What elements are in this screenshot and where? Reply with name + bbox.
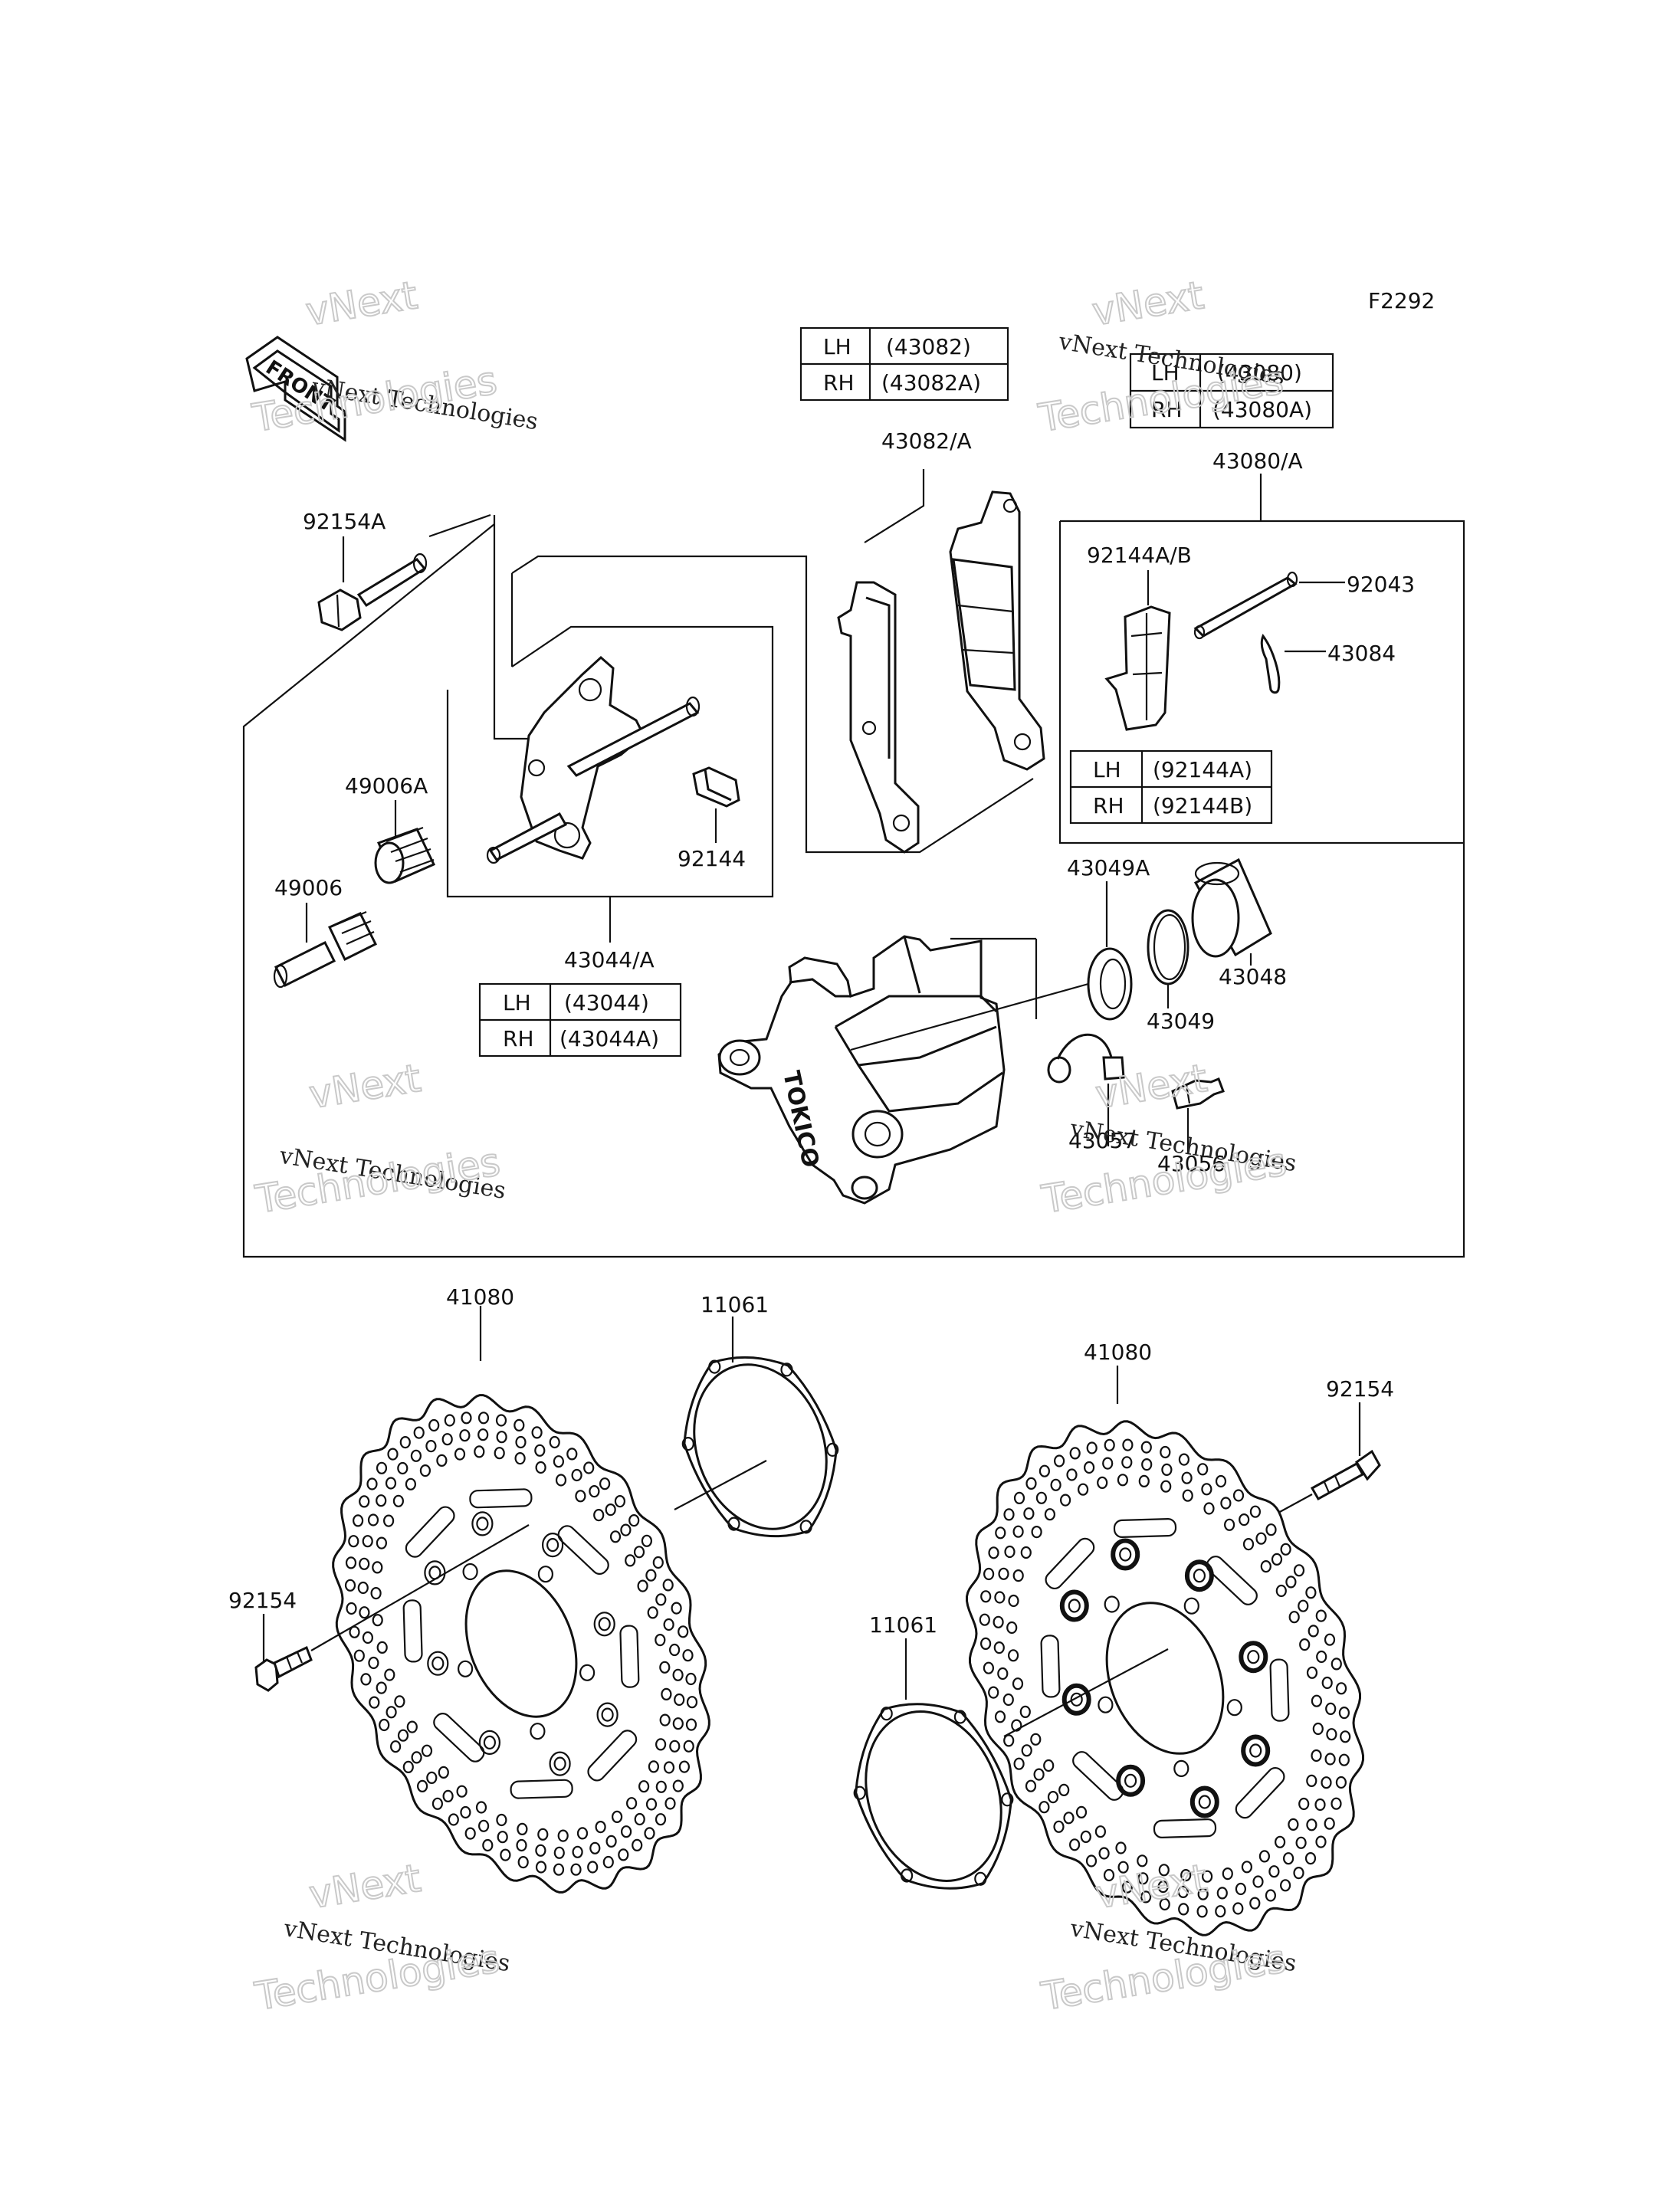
pads-table-rh: RH [823,370,855,395]
pads-table: LH (43082) RH (43082A) [799,326,1009,402]
gasket-bottom-icon [853,1703,1014,1890]
piston-kit-table-rh-part: (43080A) [1212,397,1312,422]
watermark-bottom-left-line2: vNext [307,1856,424,1917]
label-41080-left: 41080 [446,1284,514,1310]
bolt-92154-left-icon [254,1645,313,1692]
piston-icon [1191,857,1272,958]
label-43049: 43049 [1147,1008,1215,1034]
label-43049A: 43049A [1067,855,1150,880]
bolt-92154-right-icon [1310,1449,1381,1501]
watermark-mid-left-line2: vNext [307,1056,424,1117]
bracket-table: LH (43044) RH (43044A) [478,982,682,1058]
pads-table-lh-part: (43082) [886,334,971,359]
dust-seal-icon [1087,947,1133,1021]
label-92154-right: 92154 [1326,1376,1394,1402]
label-92043: 92043 [1347,572,1415,597]
label-11061-bottom: 11061 [869,1612,937,1638]
label-49006: 49006 [274,875,343,900]
label-92154-left: 92154 [228,1588,297,1613]
bracket-frame [493,515,529,740]
caliper-bracket-icon [486,655,701,864]
label-92154A: 92154A [303,509,386,534]
label-92144: 92144 [678,846,746,871]
bracket-table-lh-part: (43044) [564,990,649,1015]
label-43080A: 43080/A [1212,448,1303,474]
label-11061-top: 11061 [701,1292,769,1317]
boot-49006-icon [273,910,378,989]
bleeder-valve-icon [1171,1077,1225,1110]
pad-spring-icon [1104,605,1171,731]
piston-seal-icon [1147,909,1189,985]
spring-table-lh: LH [1093,757,1121,782]
pad-pin-icon [1193,571,1298,640]
label-92144AB: 92144A/B [1087,543,1192,568]
label-43048: 43048 [1219,964,1287,989]
clip-icon [1260,633,1281,694]
label-43082A: 43082/A [881,428,972,454]
label-43044A: 43044/A [564,947,655,972]
spring-table-rh: RH [1093,793,1124,818]
label-49006A: 49006A [345,773,428,798]
bracket-table-lh: LH [503,990,531,1015]
spring-table-lh-part: (92144A) [1153,757,1252,782]
piston-kit-table: LH (43080) RH (43080A) [1129,353,1334,429]
label-43084: 43084 [1327,641,1396,666]
label-43057: 43057 [1068,1128,1137,1153]
bracket-table-rh: RH [503,1026,534,1051]
pads-table-rh-part: (43082A) [881,370,981,395]
spring-table: LH (92144A) RH (92144B) [1069,749,1273,825]
left-brake-disc-icon [332,1394,710,1894]
watermark-bottom-left: vNext vNext Technologies Technologies [251,1855,512,2020]
small-spring-icon [692,766,740,808]
label-43056: 43056 [1157,1151,1226,1176]
watermark-top-right-line2: vNext [1089,273,1206,334]
bolt-92154A-icon [317,553,428,631]
right-brake-disc-icon [966,1420,1364,1936]
caliper-body-icon: TOKICO [717,935,1006,1205]
caliper-assembly-frame [242,520,1465,1258]
brake-pad-outer [949,490,1045,771]
diagram-code: F2292 [1368,288,1435,313]
spring-table-rh-part: (92144B) [1153,793,1252,818]
gasket-top-icon [681,1356,839,1538]
piston-kit-table-lh-part: (43080) [1217,360,1302,385]
brake-pad-inner [837,581,920,854]
boot-49006A-icon [374,826,436,884]
piston-kit-table-rh: RH [1151,397,1183,422]
bracket-table-rh-part: (43044A) [559,1026,659,1051]
watermark-top-left-line2: vNext [303,273,420,334]
watermark-mid-left: vNext vNext Technologies Technologies [251,1055,507,1223]
label-41080-right: 41080 [1084,1340,1152,1365]
piston-kit-table-lh: LH [1151,360,1180,385]
pads-table-lh: LH [823,334,851,359]
bleeder-cap-icon [1047,1033,1125,1084]
